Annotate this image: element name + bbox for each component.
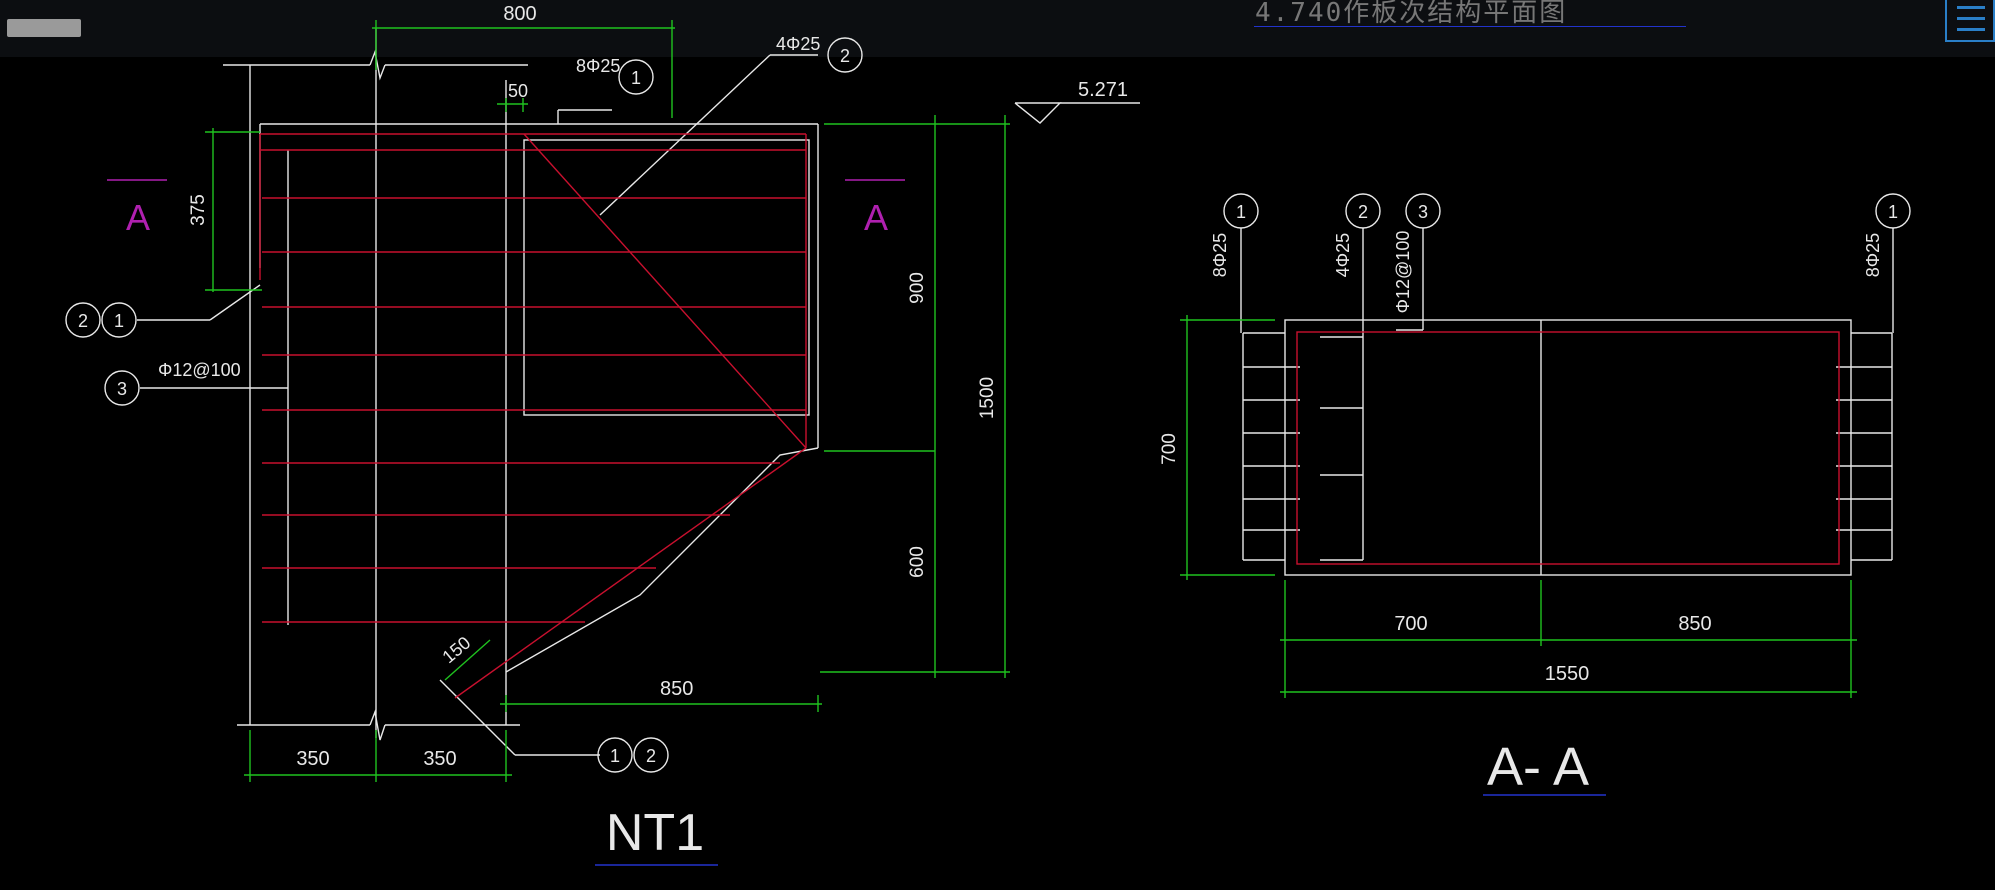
section-mark-right: A — [864, 197, 888, 238]
label-stirrup-section: Φ12@100 — [1393, 231, 1413, 314]
section-balloons — [1223, 193, 1911, 229]
label-right-bars: 8Φ25 — [1863, 233, 1883, 277]
balloon-2: 2 — [840, 46, 850, 66]
balloon-3: 3 — [117, 379, 127, 399]
balloon-3: 3 — [1418, 202, 1428, 222]
section-mark-left: A — [126, 197, 150, 238]
balloon-2: 2 — [1358, 202, 1368, 222]
balloon-1: 1 — [631, 68, 641, 88]
balloon-1: 1 — [114, 311, 124, 331]
drawing-title-text: 4.740作板次结构平面图 — [1255, 0, 1568, 28]
dim-left-height: 375 — [188, 194, 209, 226]
section-rebars — [1296, 331, 1840, 565]
label-bar2-plan: 4Φ25 — [776, 34, 820, 54]
plan-rebars — [259, 133, 807, 699]
dim-base-left: 350 — [296, 748, 329, 770]
elevation-value: 5.271 — [1078, 79, 1128, 101]
plan-title: NT1 — [606, 804, 704, 862]
dim-lower: 600 — [907, 546, 928, 578]
label-mid-bars: 4Φ25 — [1333, 233, 1353, 277]
title-underlines — [595, 794, 1606, 866]
hamburger-menu-icon[interactable] — [1945, 0, 1995, 42]
dim-top: 800 — [503, 3, 536, 25]
label-stirrup-plan: Φ12@100 — [158, 360, 241, 380]
balloon-1: 1 — [610, 746, 620, 766]
section-outline — [1240, 228, 1894, 576]
dim-upper: 900 — [907, 272, 928, 304]
plan-outline — [137, 28, 1140, 756]
plan-dimensions — [205, 20, 1010, 782]
dim-chamfer: 150 — [438, 633, 474, 668]
dim-section-w1: 700 — [1394, 613, 1427, 635]
balloon-2: 2 — [646, 746, 656, 766]
dim-section-w2: 850 — [1678, 613, 1711, 635]
section-title: A- A — [1487, 737, 1589, 797]
toolbar-button[interactable] — [7, 19, 81, 37]
dim-base-right: 350 — [423, 748, 456, 770]
top-toolbar: 4.740作板次结构平面图 — [0, 0, 1995, 57]
plan-balloons — [65, 37, 863, 773]
dim-section-total: 1550 — [1545, 663, 1590, 685]
balloon-1: 1 — [1888, 202, 1898, 222]
label-bar1-plan: 8Φ25 — [576, 56, 620, 76]
balloon-2: 2 — [78, 311, 88, 331]
balloon-1: 1 — [1236, 202, 1246, 222]
label-left-bars: 8Φ25 — [1210, 233, 1230, 277]
dim-cover: 50 — [508, 81, 528, 101]
dim-bottom-width: 850 — [660, 678, 693, 700]
section-dimensions — [1180, 315, 1857, 698]
dim-section-height: 700 — [1159, 433, 1180, 465]
dim-total-height: 1500 — [977, 377, 998, 419]
title-underline — [1254, 26, 1686, 27]
